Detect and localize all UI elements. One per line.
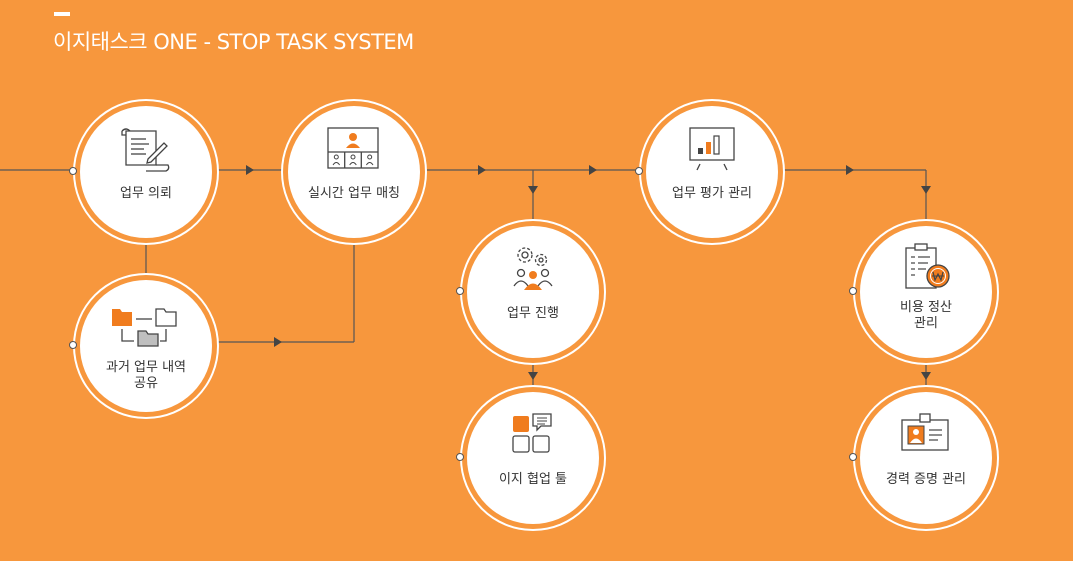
invoice-won-icon: [860, 242, 992, 296]
node-history: 과거 업무 내역 공유: [80, 280, 212, 412]
node-career: 경력 증명 관리: [860, 392, 992, 524]
arrow-head: [528, 186, 538, 194]
arrow-head: [274, 337, 282, 347]
page-title: 이지태스크 ONE - STOP TASK SYSTEM: [53, 30, 414, 54]
node-label: 비용 정산 관리: [900, 300, 952, 331]
node-label: 업무 평가 관리: [671, 186, 753, 201]
node-matching: 실시간 업무 매칭: [288, 106, 420, 238]
document-pen-icon: [80, 122, 212, 176]
node-progress: 업무 진행: [467, 226, 599, 358]
node-evaluation: 업무 평가 관리: [646, 106, 778, 238]
arrow-head: [846, 165, 854, 175]
folder-share-icon: [80, 296, 212, 350]
node-label: 과거 업무 내역 공유: [105, 360, 187, 391]
arrow-head: [528, 372, 538, 380]
connector-dot: [849, 453, 857, 461]
node-label: 이지 협업 툴: [498, 472, 568, 487]
id-card-icon: [860, 408, 992, 462]
arrow-head: [921, 186, 931, 194]
collaboration-tool-icon: [467, 408, 599, 462]
connector-dot: [456, 287, 464, 295]
video-meeting-icon: [288, 122, 420, 176]
connector-dot: [69, 167, 77, 175]
title-accent-bar: [54, 12, 70, 16]
arrow-head: [478, 165, 486, 175]
arrow-head: [246, 165, 254, 175]
connector-dot: [635, 167, 643, 175]
node-settlement: 비용 정산 관리: [860, 226, 992, 358]
arrow-head: [589, 165, 597, 175]
node-collab: 이지 협업 툴: [467, 392, 599, 524]
node-label: 업무 의뢰: [120, 186, 172, 201]
connector-dot: [456, 453, 464, 461]
node-label: 업무 진행: [507, 306, 559, 321]
connector-dot: [849, 287, 857, 295]
chart-board-icon: [646, 122, 778, 176]
node-label: 경력 증명 관리: [885, 472, 967, 487]
arrow-head: [921, 372, 931, 380]
node-label: 실시간 업무 매칭: [308, 186, 400, 201]
node-request: 업무 의뢰: [80, 106, 212, 238]
connector-dot: [69, 341, 77, 349]
team-gears-icon: [467, 242, 599, 296]
